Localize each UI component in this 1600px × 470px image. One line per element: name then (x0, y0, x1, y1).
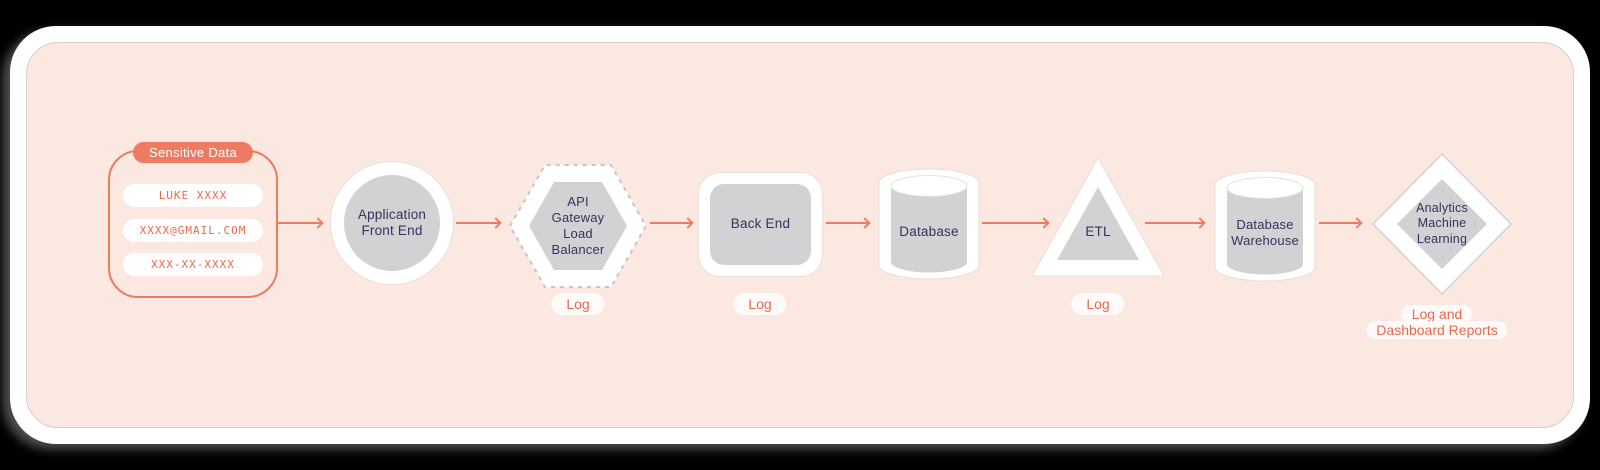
log-badge-analytics: Log and Dashboard Reports (1366, 305, 1508, 340)
cylinder-shape (1214, 170, 1316, 282)
node-label: Database Warehouse (1231, 217, 1299, 248)
flow-arrow-2 (456, 222, 500, 224)
node-database-warehouse: Database Warehouse (1213, 169, 1317, 283)
diamond-shape (1372, 153, 1512, 295)
flow-arrow-7 (1319, 222, 1361, 224)
node-database: Database (877, 167, 981, 281)
flow-arrow-4 (826, 222, 869, 224)
flow-arrow-3 (650, 222, 692, 224)
node-analytics-machine-learning: Analytics Machine Learning (1372, 153, 1512, 295)
sensitive-data-box: Sensitive Data LUKE XXXX XXXX@GMAIL.COM … (108, 142, 278, 298)
hexagon-shape (508, 164, 648, 288)
node-label: ETL (1085, 223, 1111, 239)
log-badge-etl: Log (1071, 293, 1125, 315)
node-label: Database (899, 223, 959, 239)
sensitive-data-items: LUKE XXXX XXXX@GMAIL.COM XXX-XX-XXXX (110, 172, 276, 288)
node-api-gateway-load-balancer: API Gateway Load Balancer (508, 163, 648, 289)
sensitive-value-email: XXXX@GMAIL.COM (123, 218, 263, 242)
log-badge-back-end: Log (733, 293, 787, 315)
flow-arrow-6 (1145, 222, 1204, 224)
sensitive-value-name: LUKE XXXX (123, 183, 263, 207)
node-label: Back End (730, 216, 791, 232)
square-shape (710, 184, 811, 265)
cylinder-shape (878, 168, 980, 280)
node-label: API Gateway Load Balancer (551, 194, 605, 257)
triangle-shape (1031, 156, 1165, 277)
flow-arrow-1 (278, 222, 322, 224)
node-label: Analytics Machine Learning (1416, 201, 1468, 246)
flow-arrow-5 (982, 222, 1048, 224)
circle-shape (344, 175, 440, 271)
node-back-end: Back End (698, 172, 823, 277)
node-application-front-end: Application Front End (330, 161, 454, 285)
node-etl: ETL (1030, 156, 1166, 278)
sensitive-data-header: Sensitive Data (132, 142, 254, 163)
sensitive-value-ssn: XXX-XX-XXXX (123, 253, 263, 277)
log-badge-api-gateway: Log (551, 293, 605, 315)
node-label: Application Front End (357, 206, 427, 238)
